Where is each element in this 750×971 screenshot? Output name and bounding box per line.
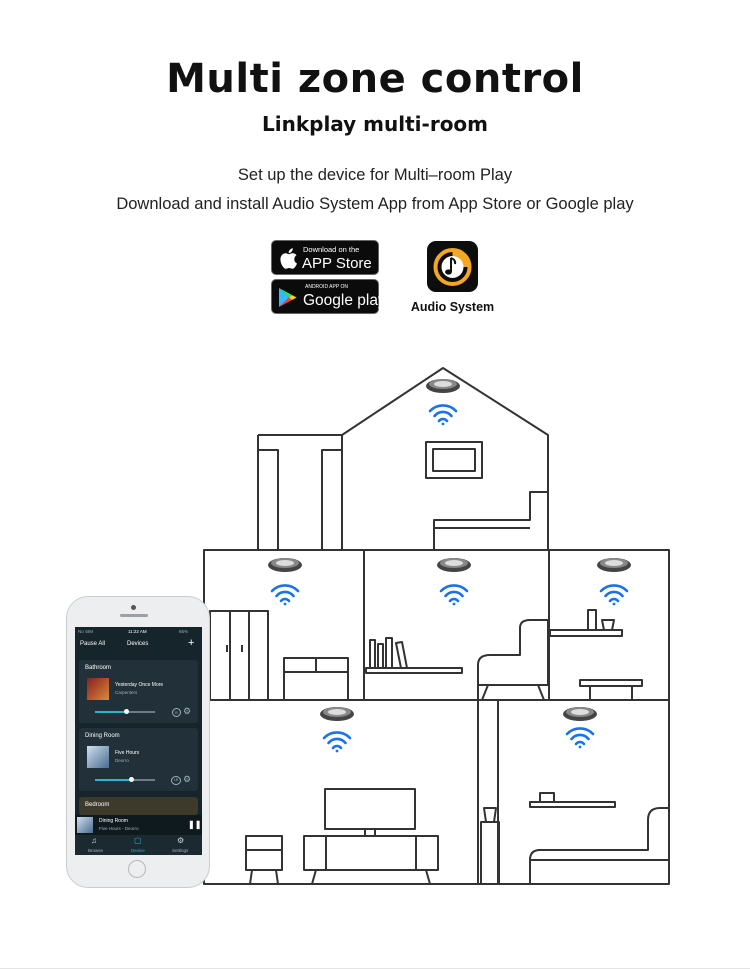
add-device-button[interactable]: + bbox=[188, 637, 195, 649]
album-art bbox=[87, 678, 109, 700]
front-camera-icon bbox=[131, 605, 136, 610]
pause-all-button[interactable]: Pause All bbox=[80, 641, 106, 647]
app-store-small-text: Download on the bbox=[303, 245, 360, 254]
room-name: Bathroom bbox=[85, 665, 112, 671]
album-art bbox=[87, 746, 109, 768]
status-battery: 65% bbox=[179, 629, 189, 634]
page-subtitle: Linkplay multi-room bbox=[261, 112, 489, 136]
wifi-icons bbox=[270, 404, 629, 753]
setup-instruction: Set up the device for Multi–room Play bbox=[237, 166, 513, 184]
room-card-bathroom[interactable]: Bathroom Yesterday Once More Carpenters … bbox=[79, 660, 198, 723]
status-time: 11:22 AM bbox=[128, 629, 147, 634]
google-play-small-text: ANDROID APP ON bbox=[305, 284, 348, 290]
pause-icon[interactable]: ❚❚ bbox=[188, 820, 202, 829]
page-title: Multi zone control bbox=[166, 56, 584, 102]
google-play-badge[interactable]: ANDROID APP ON Google play bbox=[271, 279, 386, 314]
room-card-bedroom[interactable]: Bedroom bbox=[79, 797, 198, 815]
earpiece-icon bbox=[120, 614, 148, 617]
tab-device[interactable]: Device bbox=[131, 848, 145, 853]
now-playing-bar[interactable]: Dining Room Five Hours - Deorro ❚❚ bbox=[75, 815, 202, 835]
app-store-label: APP Store bbox=[302, 255, 372, 272]
download-instruction: Download and install Audio System App fr… bbox=[116, 195, 634, 213]
device-icon[interactable]: ▢ bbox=[134, 836, 142, 845]
tab-settings[interactable]: Settings bbox=[172, 848, 189, 853]
track-title: Yesterday Once More bbox=[115, 682, 164, 688]
app-store-badge[interactable]: Download on the APP Store bbox=[271, 240, 379, 275]
now-playing-art bbox=[77, 817, 93, 833]
google-play-label: Google play bbox=[303, 292, 386, 309]
now-playing-track: Five Hours - Deorro bbox=[99, 826, 139, 831]
volume-knob[interactable] bbox=[124, 709, 129, 714]
room-name: Dining Room bbox=[85, 733, 120, 739]
app-name-label: Audio System bbox=[410, 300, 495, 314]
room-name: Bedroom bbox=[85, 802, 110, 808]
tab-browse[interactable]: Browse bbox=[88, 848, 104, 853]
volume-slider-fill bbox=[95, 711, 125, 713]
devices-title: Devices bbox=[127, 641, 149, 647]
home-button[interactable] bbox=[128, 860, 146, 878]
browse-icon[interactable]: ♫ bbox=[91, 836, 97, 845]
apple-icon bbox=[280, 248, 297, 269]
music-note-icon bbox=[433, 248, 472, 286]
settings-icon[interactable]: ⚙ bbox=[177, 836, 185, 845]
track-title: Five Hours bbox=[115, 750, 140, 756]
audio-system-app-icon[interactable] bbox=[427, 241, 478, 292]
speaker-badge: LR bbox=[171, 776, 181, 785]
track-artist: Deorro bbox=[115, 758, 129, 763]
google-play-icon bbox=[279, 288, 297, 307]
status-carrier: No SIM bbox=[78, 629, 94, 634]
track-artist: Carpenters bbox=[115, 690, 138, 695]
volume-slider-fill bbox=[95, 779, 130, 781]
app-screen: No SIM 11:22 AM 65% Pause All Devices + … bbox=[75, 627, 202, 855]
gear-icon[interactable]: ⚙ bbox=[183, 706, 192, 716]
room-card-dining-room[interactable]: Dining Room Five Hours Deorro LR ⚙ bbox=[79, 728, 198, 791]
tab-bar: ♫ Browse ▢ Device ⚙ Settings bbox=[75, 835, 202, 855]
now-playing-room: Dining Room bbox=[99, 818, 128, 824]
gear-icon[interactable]: ⚙ bbox=[183, 774, 192, 784]
bottom-divider bbox=[0, 968, 750, 969]
speaker-badge: B bbox=[172, 708, 181, 717]
ceiling-speakers bbox=[268, 379, 631, 721]
volume-knob[interactable] bbox=[129, 777, 134, 782]
